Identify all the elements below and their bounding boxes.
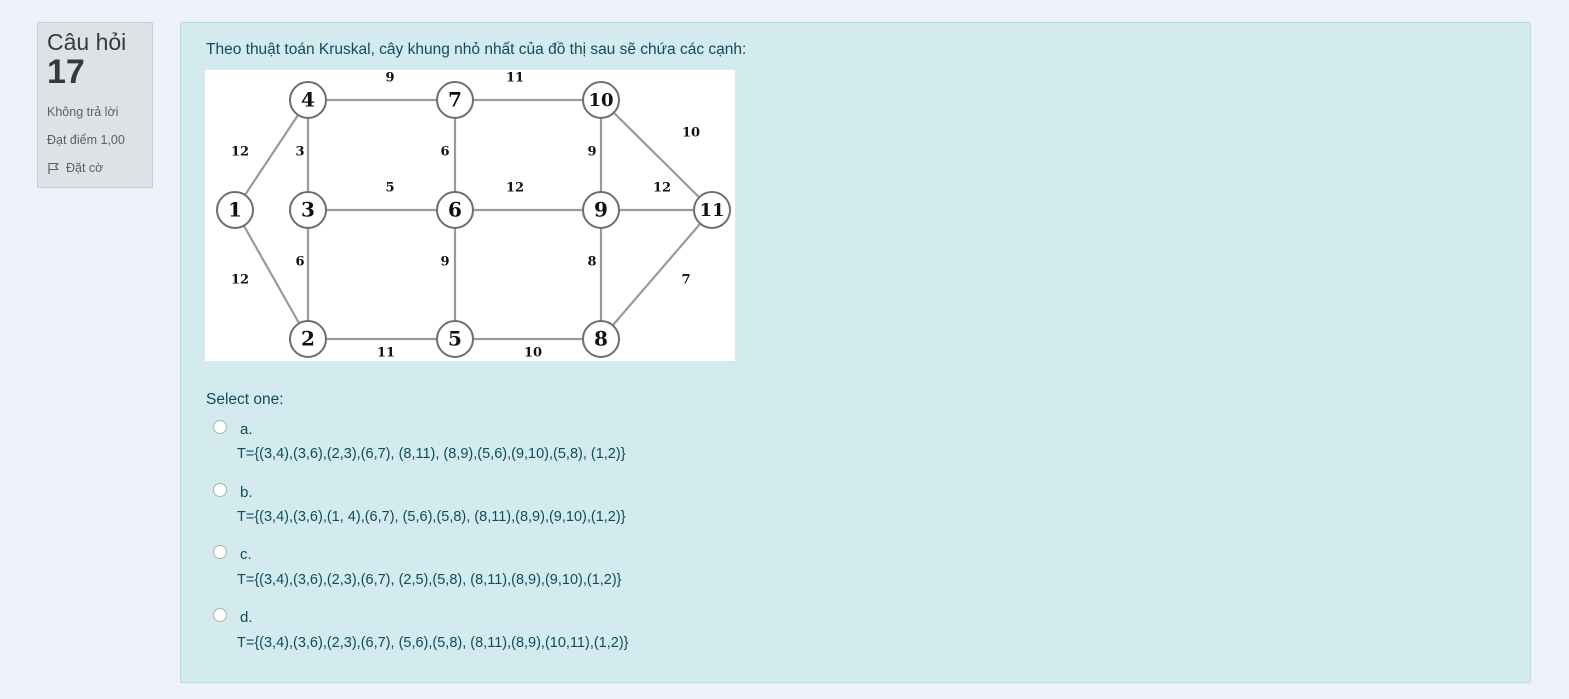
graph-node-label-7: 7 [448, 88, 462, 112]
graph-edge-weight-11-8: 7 [681, 273, 690, 288]
question-text: Theo thuật toán Kruskal, cây khung nhỏ n… [206, 41, 747, 58]
graph-edge-weight-5-8: 10 [524, 346, 542, 361]
graph-node-2: 2 [289, 320, 327, 358]
graph-edge-1-2 [234, 209, 309, 340]
graph-node-label-5: 5 [448, 327, 462, 351]
graph-edge-weight-4-3: 3 [295, 145, 304, 160]
select-one-prompt: Select one: [206, 391, 284, 408]
graph-edge-11-8 [600, 209, 713, 340]
graph-node-5: 5 [436, 320, 474, 358]
flag-question-button[interactable]: Đặt cờ [47, 161, 143, 175]
graph-node-9: 9 [582, 191, 620, 229]
option-c-letter: c. [240, 546, 252, 563]
graph-edge-weight-3-2: 6 [295, 255, 304, 270]
option-d-letter: d. [240, 609, 253, 626]
option-b-radio[interactable] [213, 483, 227, 497]
graph-node-label-9: 9 [594, 198, 608, 222]
graph-edge-weight-1-4: 12 [231, 145, 249, 160]
graph-node-label-10: 10 [588, 90, 613, 111]
graph-edge-10-11 [600, 99, 713, 211]
question-state: Không trả lời [47, 105, 119, 119]
option-b-letter: b. [240, 484, 253, 501]
graph-edge-weight-2-5: 11 [377, 346, 395, 361]
option-a-letter: a. [240, 421, 253, 438]
graph-node-6: 6 [436, 191, 474, 229]
graph-edge-weight-10-11: 10 [682, 126, 700, 141]
graph-node-label-3: 3 [301, 198, 315, 222]
graph-node-label-1: 1 [228, 198, 242, 222]
graph-edge-weight-7-10: 11 [506, 71, 524, 86]
graph-edge-weight-9-11: 12 [653, 181, 671, 196]
graph-node-7: 7 [436, 81, 474, 119]
option-a-text: T={(3,4),(3,6),(2,3),(6,7), (8,11), (8,9… [237, 446, 626, 462]
question-number: 17 [47, 53, 85, 91]
graph-node-label-8: 8 [594, 327, 608, 351]
graph-node-label-2: 2 [301, 327, 315, 351]
graph-edge-weight-9-8: 8 [587, 255, 596, 270]
flag-label: Đặt cờ [66, 161, 104, 175]
graph-edge-weight-7-6: 6 [440, 145, 449, 160]
graph-node-label-6: 6 [448, 198, 462, 222]
question-content: Theo thuật toán Kruskal, cây khung nhỏ n… [180, 22, 1531, 683]
graph-node-10: 10 [582, 81, 620, 119]
graph-node-4: 4 [289, 81, 327, 119]
option-a-radio[interactable] [213, 420, 227, 434]
question-grade: Đạt điểm 1,00 [47, 133, 125, 147]
graph-edge-weight-4-7: 9 [385, 71, 394, 86]
question-info-panel: Câu hỏi 17 Không trả lời Đạt điểm 1,00 Đ… [37, 22, 153, 188]
graph-node-8: 8 [582, 320, 620, 358]
graph-edge-weight-1-2: 12 [231, 273, 249, 288]
option-b-text: T={(3,4),(3,6),(1, 4),(6,7), (5,6),(5,8)… [237, 509, 626, 525]
graph-node-label-4: 4 [301, 88, 315, 112]
graph-edge-1-4 [234, 99, 309, 211]
graph-node-1: 1 [216, 191, 254, 229]
flag-outline-icon [47, 162, 60, 175]
graph-node-3: 3 [289, 191, 327, 229]
option-d-text: T={(3,4),(3,6),(2,3),(6,7), (5,6),(5,8),… [237, 635, 629, 651]
graph-node-11: 11 [693, 191, 731, 229]
graph-edge-weight-6-9: 12 [506, 181, 524, 196]
graph-edge-weight-3-6: 5 [385, 181, 394, 196]
graph-node-label-11: 11 [699, 200, 724, 221]
option-c-text: T={(3,4),(3,6),(2,3),(6,7), (2,5),(5,8),… [237, 572, 622, 588]
option-d-radio[interactable] [213, 608, 227, 622]
graph-edge-weight-10-9: 9 [587, 145, 596, 160]
graph-edge-weight-6-5: 9 [440, 255, 449, 270]
option-c-radio[interactable] [213, 545, 227, 559]
question-label: Câu hỏi [47, 29, 127, 55]
